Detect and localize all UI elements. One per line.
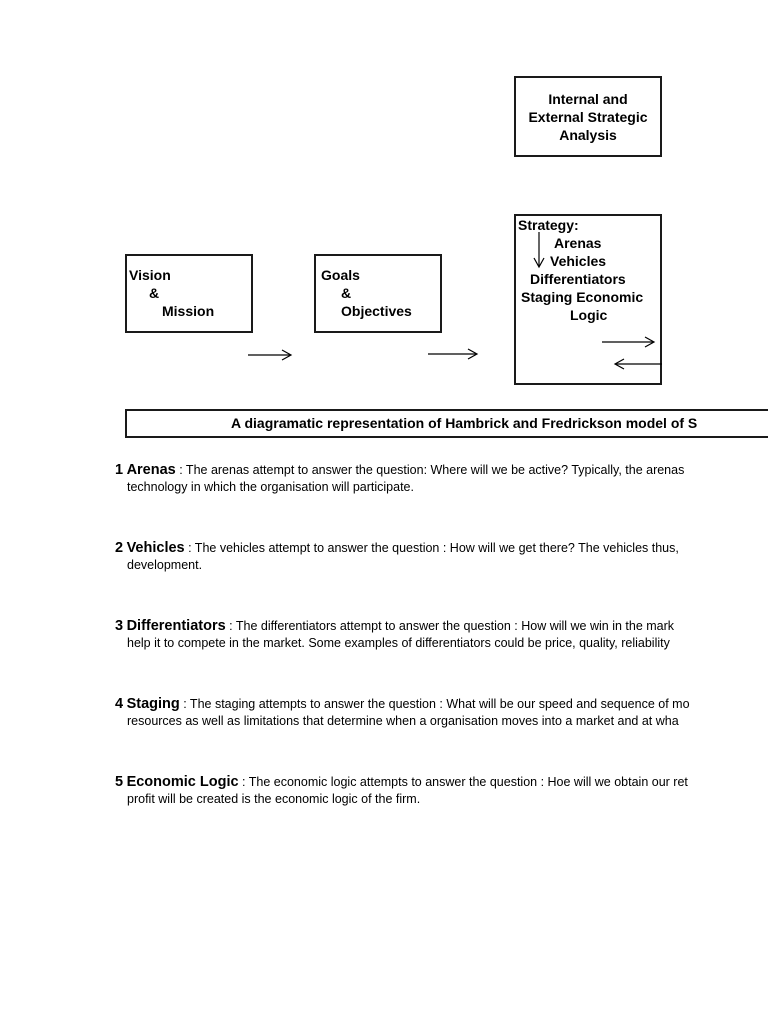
strategy-logic: Logic (570, 307, 608, 323)
item-term: Differentiators (126, 618, 226, 634)
item-continuation: resources as well as limitations that de… (127, 714, 679, 728)
right-arrow-icon (248, 349, 293, 361)
analysis-line-2: External Strategic (528, 109, 648, 125)
right-arrow-icon (428, 348, 479, 360)
vision-line-1: Vision (129, 267, 171, 283)
strategy-staging-economic: Staging Economic (521, 289, 644, 305)
item-continuation: help it to compete in the market. Some e… (127, 636, 670, 650)
diagram-caption: A diagramatic representation of Hambrick… (125, 409, 768, 438)
goals-box: Goals & Objectives (314, 254, 442, 333)
strategy-heading: Strategy: (518, 217, 579, 233)
vision-line-3: Mission (162, 303, 215, 319)
item-number: 1 (115, 462, 124, 478)
item-number: 3 (115, 618, 124, 634)
item-term: Vehicles (126, 540, 185, 556)
item-number: 5 (115, 774, 124, 790)
item-term: Economic Logic (126, 774, 239, 790)
analysis-line-3: Analysis (559, 127, 617, 143)
list-item: 2 Vehicles : The vehicles attempt to ans… (115, 540, 768, 574)
vision-line-2: & (149, 285, 160, 301)
strategy-differentiators: Differentiators (530, 271, 626, 287)
strategy-arenas: Arenas (554, 235, 602, 251)
vision-box: Vision & Mission (125, 254, 253, 333)
strategy-box: Strategy: Arenas Vehicles Differentiator… (514, 214, 662, 385)
item-number: 2 (115, 540, 124, 556)
item-text: : The staging attempts to answer the que… (179, 697, 690, 711)
item-continuation: technology in which the organisation wil… (127, 480, 414, 494)
item-text: : The economic logic attempts to answer … (238, 775, 688, 789)
analysis-box: Internal and External Strategic Analysis (514, 76, 662, 157)
goals-line-3: Objectives (341, 303, 412, 319)
down-arrow-icon (533, 232, 545, 269)
item-number: 4 (115, 696, 124, 712)
item-term: Arenas (126, 462, 176, 478)
item-continuation: development. (127, 558, 203, 572)
right-arrow-icon (602, 336, 656, 348)
item-continuation: profit will be created is the economic l… (127, 792, 421, 806)
list-item: 4 Staging : The staging attempts to answ… (115, 696, 768, 730)
item-text: : The vehicles attempt to answer the que… (184, 541, 679, 555)
list-item: 1 Arenas : The arenas attempt to answer … (115, 462, 768, 496)
list-item: 5 Economic Logic : The economic logic at… (115, 774, 768, 808)
goals-line-2: & (341, 285, 352, 301)
goals-line-1: Goals (321, 267, 360, 283)
list-item: 3 Differentiators : The differentiators … (115, 618, 768, 652)
item-text: : The differentiators attempt to answer … (225, 619, 675, 633)
strategy-arrows (533, 232, 662, 370)
left-arrow-icon (613, 358, 662, 370)
item-text: : The arenas attempt to answer the quest… (175, 463, 685, 477)
analysis-line-1: Internal and (548, 91, 628, 107)
item-term: Staging (126, 696, 180, 712)
strategy-vehicles: Vehicles (550, 253, 607, 269)
